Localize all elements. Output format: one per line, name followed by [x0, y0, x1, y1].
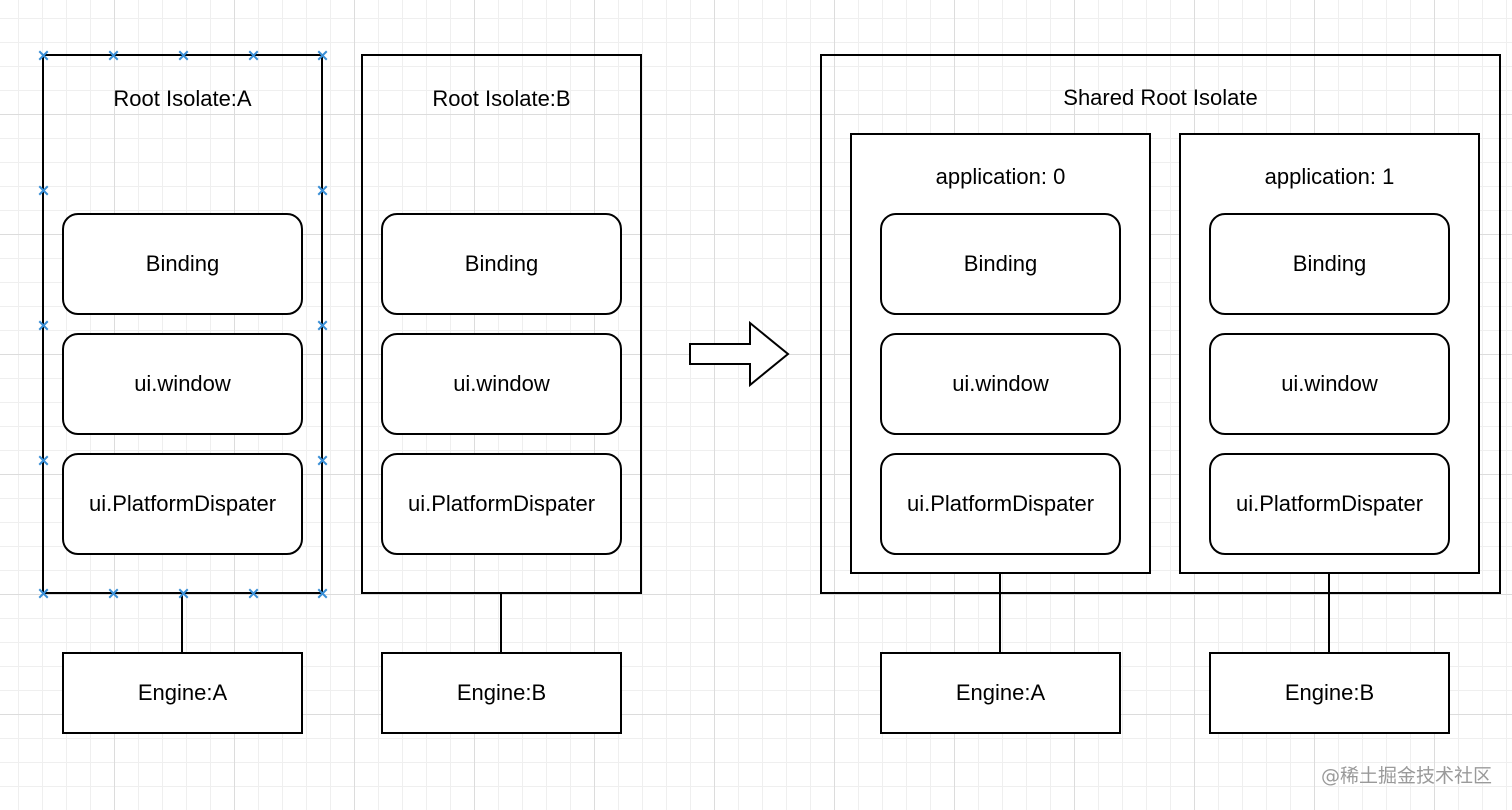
ui-window-box-app0[interactable]: ui.window — [880, 333, 1121, 435]
engine-a-shared-box[interactable]: Engine:A — [880, 652, 1121, 734]
root-isolate-b-title: Root Isolate:B — [432, 86, 571, 111]
selection-handle-icon[interactable] — [178, 588, 189, 599]
right-arrow-icon[interactable] — [686, 320, 792, 390]
selection-handle-icon[interactable] — [317, 185, 328, 196]
binding-box-app0[interactable]: Binding — [880, 213, 1121, 315]
selection-handle-icon[interactable] — [38, 455, 49, 466]
selection-handle-icon[interactable] — [248, 588, 259, 599]
selection-handle-icon[interactable] — [317, 588, 328, 599]
platform-dispatcher-box-app0[interactable]: ui.PlatformDispater — [880, 453, 1121, 555]
ui-window-box-b[interactable]: ui.window — [381, 333, 622, 435]
connector-line-app0 — [999, 574, 1001, 653]
binding-box-app1[interactable]: Binding — [1209, 213, 1450, 315]
engine-a-box[interactable]: Engine:A — [62, 652, 303, 734]
selection-handle-icon[interactable] — [38, 588, 49, 599]
selection-handle-icon[interactable] — [38, 185, 49, 196]
selection-handle-icon[interactable] — [38, 320, 49, 331]
shared-root-isolate-container[interactable]: Shared Root Isolate — [820, 54, 1501, 594]
connector-line-app1 — [1328, 574, 1330, 653]
platform-dispatcher-box-app1[interactable]: ui.PlatformDispater — [1209, 453, 1450, 555]
watermark: @稀土掘金技术社区 — [1320, 765, 1492, 787]
selection-handle-icon[interactable] — [317, 455, 328, 466]
ui-window-box-a[interactable]: ui.window — [62, 333, 303, 435]
root-isolate-b-container[interactable]: Root Isolate:B — [361, 54, 642, 594]
selection-handle-icon[interactable] — [317, 50, 328, 61]
platform-dispatcher-box-b[interactable]: ui.PlatformDispater — [381, 453, 622, 555]
connector-line-a — [181, 594, 183, 653]
selection-handle-icon[interactable] — [317, 320, 328, 331]
selection-handle-icon[interactable] — [108, 588, 119, 599]
connector-line-b — [500, 594, 502, 653]
selection-handle-icon[interactable] — [178, 50, 189, 61]
ui-window-box-app1[interactable]: ui.window — [1209, 333, 1450, 435]
application-0-title: application: 0 — [935, 164, 1066, 189]
selection-handle-icon[interactable] — [38, 50, 49, 61]
application-1-title: application: 1 — [1264, 164, 1395, 189]
engine-b-box[interactable]: Engine:B — [381, 652, 622, 734]
selection-handle-icon[interactable] — [108, 50, 119, 61]
binding-box-b[interactable]: Binding — [381, 213, 622, 315]
engine-b-shared-box[interactable]: Engine:B — [1209, 652, 1450, 734]
shared-root-isolate-title: Shared Root Isolate — [1063, 85, 1258, 110]
platform-dispatcher-box-a[interactable]: ui.PlatformDispater — [62, 453, 303, 555]
root-isolate-a-title: Root Isolate:A — [113, 86, 252, 111]
binding-box-a[interactable]: Binding — [62, 213, 303, 315]
selection-handle-icon[interactable] — [248, 50, 259, 61]
